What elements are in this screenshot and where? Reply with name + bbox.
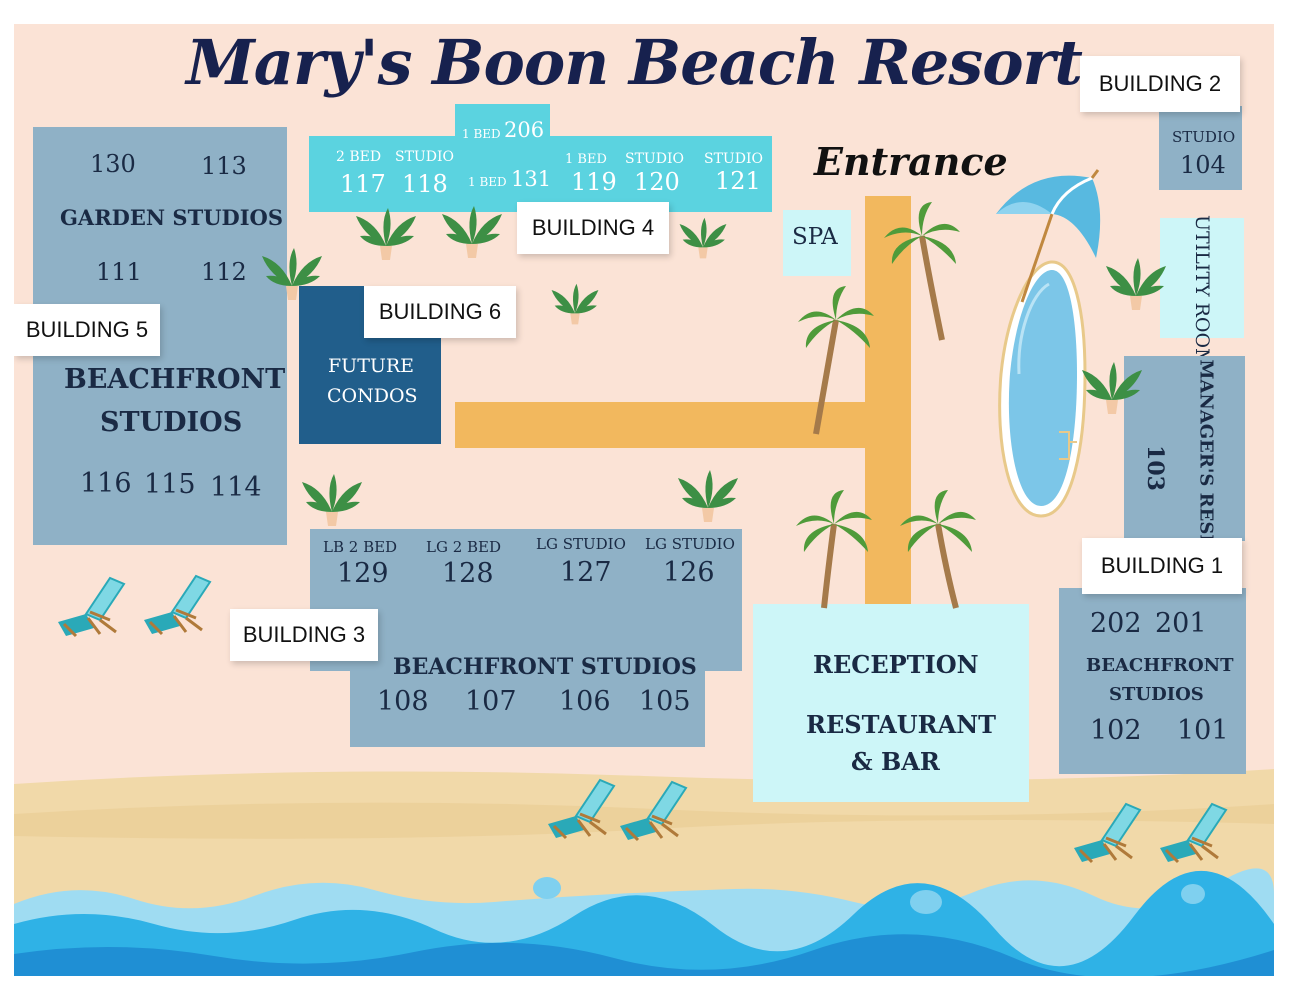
building-6-label: BUILDING 6 [364, 286, 516, 338]
room-101[interactable]: 101 [1177, 715, 1229, 746]
building-4-left-block[interactable] [309, 136, 457, 212]
room-121[interactable]: 121 [715, 167, 761, 195]
room-118[interactable]: 118 [402, 170, 448, 198]
potted-plant-icon [1106, 258, 1166, 310]
walkway-vertical [865, 196, 911, 604]
beach-chair-icon [1074, 802, 1142, 864]
umbrella-icon [996, 169, 1101, 303]
managers-residence-label: MANAGER'S RESIDENCE [1195, 359, 1217, 617]
building-5-label: BUILDING 5 [14, 304, 160, 356]
beachfront-studios-title-line2: STUDIOS [100, 407, 243, 438]
room-129[interactable]: 129 [337, 558, 389, 589]
beach-chair-icon [620, 780, 688, 842]
managers-residence-block[interactable] [1124, 356, 1245, 541]
type-117: 2 BED [336, 149, 382, 165]
building-1-block[interactable] [1059, 588, 1246, 774]
room-206[interactable]: 206 [504, 118, 545, 142]
type-119: 1 BED [565, 152, 607, 167]
room-112[interactable]: 112 [201, 258, 247, 286]
room-202[interactable]: 202 [1090, 608, 1142, 639]
potted-plant-icon [679, 217, 727, 259]
beach-chair-icon [1160, 802, 1228, 864]
room-126[interactable]: 126 [663, 557, 715, 588]
palm-tree-icon [900, 490, 976, 609]
restaurant-label: RESTAURANT [806, 710, 997, 739]
spa-label: SPA [792, 224, 838, 250]
room-106[interactable]: 106 [559, 686, 611, 717]
beach-chair-icon [58, 576, 126, 638]
wave-icon [533, 877, 561, 899]
building-4-center-block[interactable] [455, 104, 550, 212]
walkway-horizontal [455, 402, 911, 448]
beachfront-studios-title-line1: BEACHFRONT [64, 364, 286, 395]
garden-studios-title: GARDEN STUDIOS [60, 205, 284, 230]
building-1-label: BUILDING 1 [1082, 538, 1242, 594]
utility-room-label: UTILITY ROOM [1191, 215, 1213, 368]
beach-chair-icon [548, 778, 616, 840]
building-4-right-block[interactable] [548, 136, 772, 212]
building-3-upper-block[interactable] [310, 529, 742, 671]
room-120[interactable]: 120 [634, 168, 680, 196]
room-104[interactable]: 104 [1180, 151, 1226, 179]
type-126: LG STUDIO [645, 535, 735, 553]
room-115[interactable]: 115 [144, 469, 196, 500]
palm-tree-icon [796, 490, 872, 609]
type-127: LG STUDIO [536, 535, 626, 553]
type-206: 1 BED [462, 127, 501, 141]
type-129: LB 2 BED [323, 538, 398, 556]
palm-tree-icon [798, 286, 874, 435]
building-1-title-line2: STUDIOS [1109, 684, 1204, 705]
room-108[interactable]: 108 [377, 686, 429, 717]
room-130[interactable]: 130 [90, 150, 136, 178]
room-114[interactable]: 114 [210, 472, 262, 503]
room-131[interactable]: 131 [511, 167, 552, 191]
type-128: LG 2 BED [426, 538, 502, 556]
potted-plant-icon [442, 206, 502, 258]
resort-map: Mary's Boon Beach Resort Entrance 130 11… [14, 24, 1274, 976]
room-102[interactable]: 102 [1090, 715, 1142, 746]
room-119[interactable]: 119 [571, 168, 617, 196]
room-128[interactable]: 128 [442, 558, 494, 589]
building-1-title-line1: BEACHFRONT [1086, 655, 1234, 676]
building-3-lower-block[interactable] [350, 669, 705, 747]
room-103[interactable]: 103 [1141, 445, 1168, 491]
future-condos-line1: FUTURE [328, 355, 415, 377]
room-117[interactable]: 117 [340, 170, 386, 198]
potted-plant-icon [1082, 362, 1142, 414]
room-113[interactable]: 113 [201, 152, 247, 180]
building-2-label: BUILDING 2 [1080, 56, 1240, 112]
potted-plant-icon [678, 470, 738, 522]
room-111[interactable]: 111 [96, 258, 142, 286]
type-121: STUDIO [704, 151, 763, 167]
entrance-label: Entrance [814, 139, 1008, 184]
building-3-title: BEACHFRONT STUDIOS [393, 654, 697, 680]
pool-icon [998, 260, 1087, 518]
beach-sea [14, 769, 1274, 976]
room-201[interactable]: 201 [1155, 608, 1207, 639]
reception-label: RECEPTION [813, 650, 979, 679]
potted-plant-icon [551, 283, 599, 325]
palm-tree-icon [884, 202, 960, 341]
utility-room-block[interactable] [1160, 218, 1244, 338]
room-105[interactable]: 105 [639, 686, 691, 717]
room-116[interactable]: 116 [80, 468, 132, 499]
bar-label: & BAR [851, 747, 940, 776]
potted-plant-icon [356, 208, 416, 260]
type-120: STUDIO [625, 151, 684, 167]
reception-block[interactable] [753, 604, 1029, 802]
building-2-block[interactable] [1159, 106, 1242, 190]
type-118: STUDIO [395, 149, 454, 165]
page-title: Mary's Boon Beach Resort [186, 26, 1083, 99]
spa-block[interactable] [783, 210, 851, 276]
type-104: STUDIO [1172, 128, 1236, 146]
potted-plant-icon [262, 248, 322, 300]
future-condos-line2: CONDOS [327, 385, 418, 407]
beach-chair-icon [144, 574, 212, 636]
potted-plant-icon [302, 474, 362, 526]
room-107[interactable]: 107 [465, 686, 517, 717]
building-3-label: BUILDING 3 [230, 609, 378, 661]
room-127[interactable]: 127 [560, 557, 612, 588]
building-4-label: BUILDING 4 [517, 202, 669, 254]
type-131: 1 BED [468, 175, 507, 189]
